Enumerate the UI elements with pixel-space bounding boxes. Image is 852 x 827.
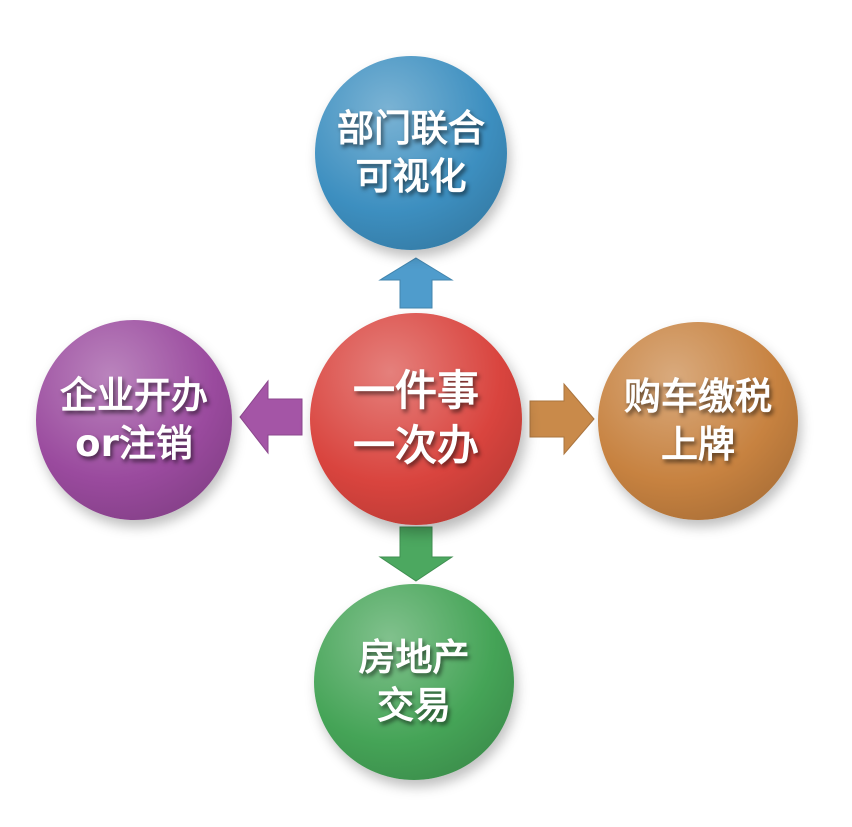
node-label-line: 一件事 bbox=[352, 366, 479, 416]
node-label-line: 一次办 bbox=[352, 421, 479, 470]
arrow-right-shape bbox=[529, 382, 595, 456]
arrow-left-icon bbox=[239, 379, 303, 455]
arrow-up-icon bbox=[378, 257, 454, 309]
arrow-down-shape bbox=[378, 526, 454, 582]
node-one-thing-one-go: 一件事 一次办 bbox=[310, 313, 522, 525]
arrow-left-shape bbox=[239, 379, 303, 455]
node-label-line: 购车缴税 bbox=[624, 374, 772, 418]
node-enterprise-open-close: 企业开办 or注销 bbox=[36, 320, 232, 520]
arrow-up-shape bbox=[378, 257, 454, 309]
node-label-line: 交易 bbox=[377, 684, 451, 727]
node-label-line: or注销 bbox=[75, 422, 193, 465]
node-label-line: 可视化 bbox=[355, 155, 467, 198]
node-real-estate-trade: 房地产 交易 bbox=[314, 584, 514, 780]
node-label-line: 房地产 bbox=[358, 635, 470, 679]
node-department-visualization: 部门联合 可视化 bbox=[315, 56, 507, 250]
node-label-line: 企业开办 bbox=[60, 373, 208, 417]
node-label-line: 上牌 bbox=[661, 423, 735, 466]
arrow-down-icon bbox=[378, 526, 454, 582]
node-label-line: 部门联合 bbox=[337, 106, 485, 150]
arrow-right-icon bbox=[529, 382, 595, 456]
node-car-tax-plate: 购车缴税 上牌 bbox=[598, 322, 798, 520]
